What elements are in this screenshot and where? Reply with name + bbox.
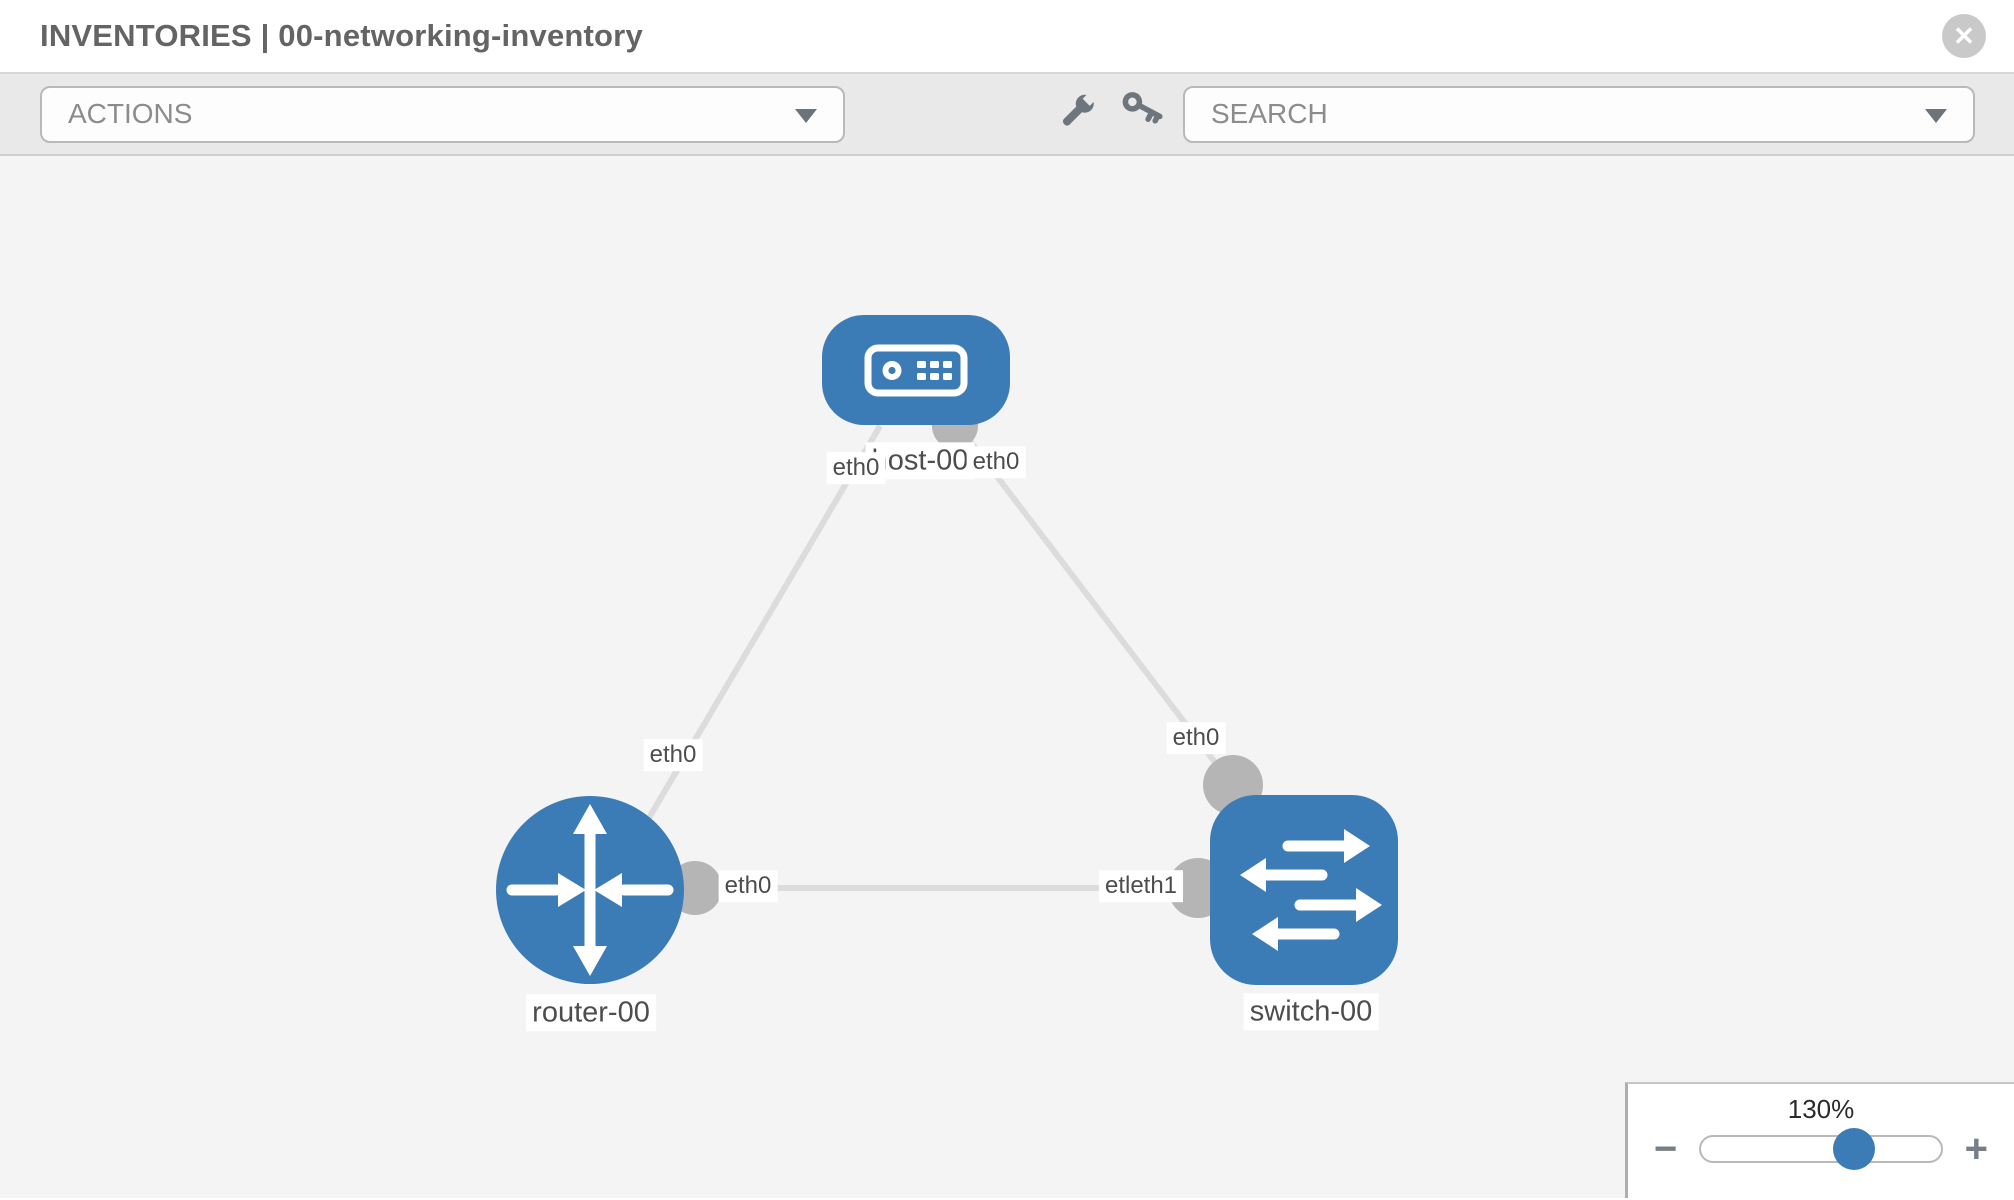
interface-label-switch-to-host: eth0 — [1166, 722, 1226, 754]
close-icon: ✕ — [1953, 20, 1975, 51]
chevron-down-icon — [1925, 109, 1947, 123]
zoom-in-button[interactable]: + — [1964, 1127, 1988, 1171]
router-icon — [506, 804, 674, 976]
search-placeholder: SEARCH — [1211, 98, 1328, 129]
switch-icon — [1240, 829, 1382, 951]
app-header: INVENTORIES | 00-networking-inventory ✕ — [0, 0, 2014, 74]
zoom-panel: 130% − + — [1625, 1082, 2014, 1198]
interface-label-router-to-host: eth0 — [643, 739, 703, 771]
node-switch[interactable] — [1210, 795, 1398, 985]
interface-label-switch-to-router: etleth1 — [1098, 870, 1184, 902]
node-label-switch: switch-00 — [1243, 993, 1379, 1031]
node-host[interactable] — [822, 315, 1010, 425]
zoom-out-button[interactable]: − — [1654, 1127, 1678, 1171]
toolbar: ACTIONS SEARCH — [0, 74, 2014, 156]
topology-svg — [496, 315, 1398, 985]
chevron-down-icon — [795, 109, 817, 123]
actions-placeholder: ACTIONS — [68, 98, 193, 129]
interface-label-router-to-switch: eth0 — [718, 870, 778, 902]
zoom-level: 130% — [1787, 1094, 1855, 1124]
node-label-router: router-00 — [526, 994, 656, 1032]
interface-label-host-to-router: eth0 — [826, 452, 886, 484]
actions-dropdown[interactable]: ACTIONS — [40, 85, 845, 143]
page-title: INVENTORIES | 00-networking-inventory — [40, 18, 643, 53]
zoom-slider-track[interactable] — [1699, 1128, 1943, 1170]
search-dropdown[interactable]: SEARCH — [1183, 85, 1975, 143]
wrench-icon[interactable] — [1055, 90, 1099, 139]
node-router[interactable] — [496, 796, 684, 984]
zoom-slider-handle[interactable] — [1833, 1128, 1876, 1170]
interface-label-host-to-switch: eth0 — [966, 446, 1026, 478]
key-icon[interactable] — [1118, 88, 1166, 141]
server-icon — [864, 344, 968, 397]
topology-canvas[interactable]: host-00 router-00 switch-00 eth0 eth0 et… — [0, 156, 2014, 1198]
close-button[interactable]: ✕ — [1942, 14, 1986, 58]
